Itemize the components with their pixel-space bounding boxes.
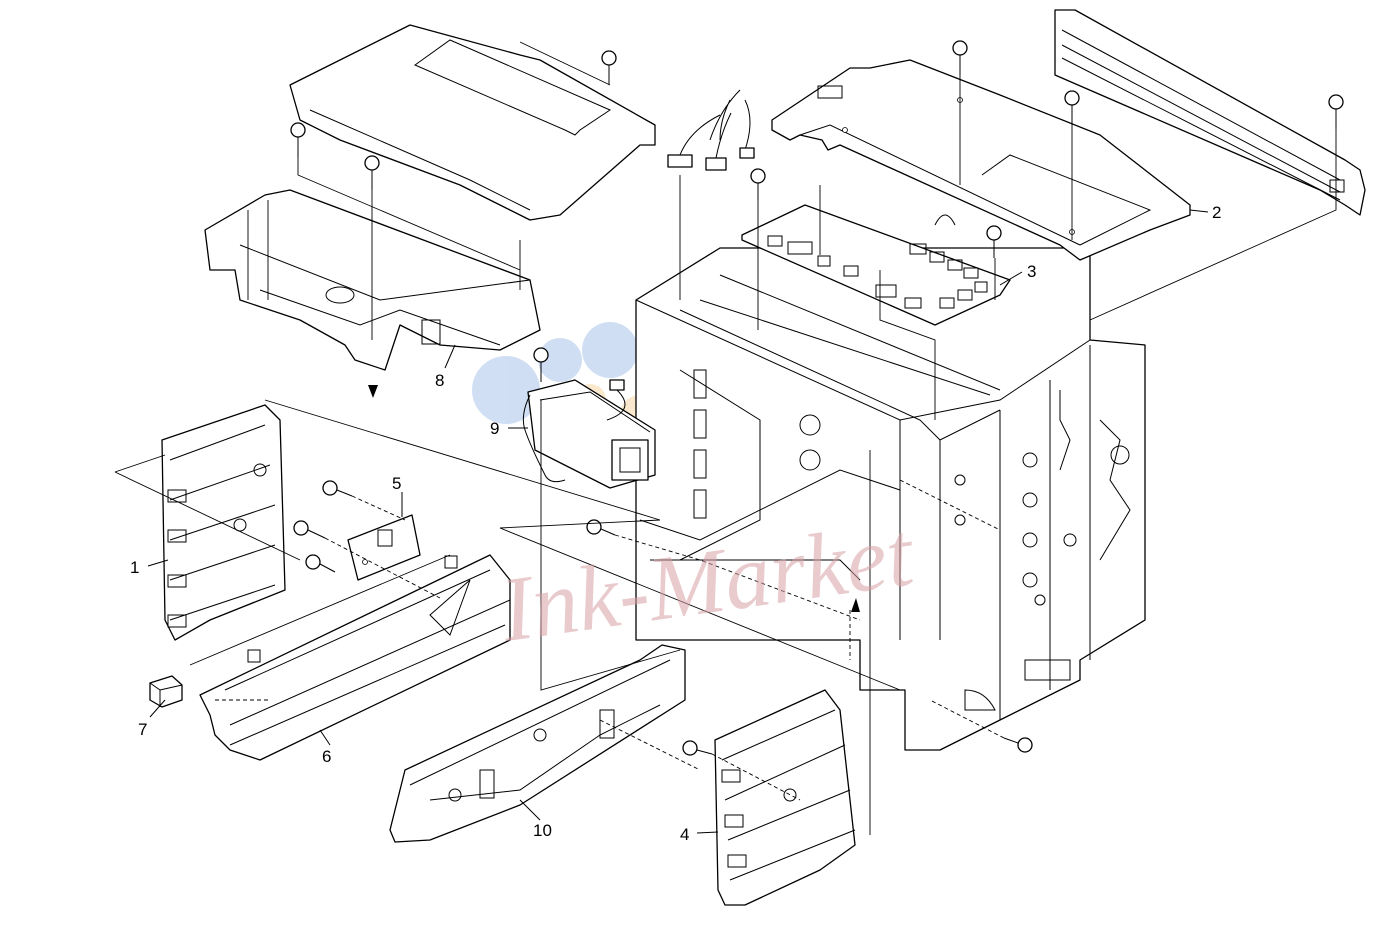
screw: [364, 155, 380, 190]
callout-5: 5: [392, 474, 401, 493]
right-rail: [1054, 9, 1366, 216]
part-5-small-board: [347, 514, 421, 581]
screw: [986, 225, 1002, 258]
part-2-top-cover: [771, 59, 1191, 261]
screw: [1328, 94, 1344, 129]
callout-10: 10: [533, 821, 552, 840]
wiring-harness: [667, 89, 755, 171]
callout-2: 2: [1212, 203, 1221, 222]
screw: [533, 347, 549, 382]
screw: [1003, 737, 1033, 753]
callout-leaders: [147, 209, 1209, 834]
screw: [682, 740, 713, 756]
callout-1: 1: [130, 558, 139, 577]
callout-6: 6: [322, 747, 331, 766]
part-7-block: [149, 675, 183, 708]
part-8-top-cover: [289, 24, 656, 221]
screw: [290, 122, 306, 158]
callout-3: 3: [1027, 262, 1036, 281]
screw: [952, 40, 968, 75]
screw: [322, 480, 353, 497]
assembly-guides: [114, 41, 1337, 835]
callout-7: 7: [138, 720, 147, 739]
part-3-control-board: [741, 204, 1011, 326]
callout-9: 9: [490, 419, 499, 438]
callout-8: 8: [435, 371, 444, 390]
screw: [1064, 90, 1080, 125]
part-8-laser-unit: [204, 189, 541, 371]
part-1-left-guide: [161, 404, 286, 641]
screws: [290, 40, 1344, 756]
part-6-front-guide: [199, 554, 511, 761]
callout-4: 4: [680, 825, 689, 844]
part-10-lower-rail: [389, 644, 686, 843]
main-frame: [635, 247, 1146, 751]
part-4-right-guide: [714, 689, 856, 906]
screw: [601, 50, 617, 85]
arrow-marker: [368, 385, 378, 398]
screw: [305, 554, 336, 573]
part-9-sensor-unit: [522, 379, 656, 489]
callout-labels: 1 2 3 4 5 6 7 8 9 10: [130, 203, 1221, 844]
arrow-marker: [851, 598, 860, 612]
screw: [750, 168, 766, 200]
screw: [293, 520, 326, 539]
